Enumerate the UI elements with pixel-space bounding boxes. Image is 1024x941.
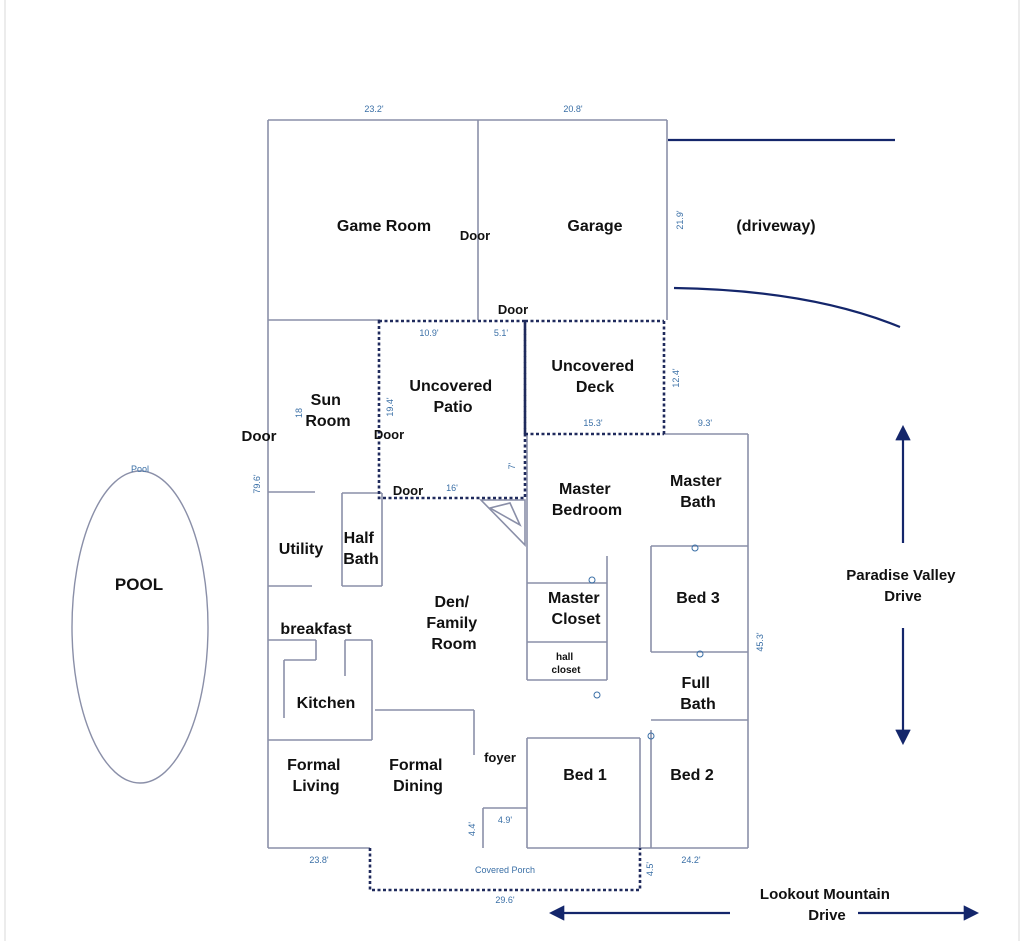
walls [267, 119, 749, 849]
lookout-mountain-drive-label: Lookout Mountain Drive [760, 886, 894, 924]
driveway-label: (driveway) [736, 218, 815, 235]
formal-living-label: Formal Living [287, 757, 345, 795]
den-family-room-label: Den/ Family Room [426, 594, 481, 653]
dim-patio-top-right: 5.1' [494, 328, 509, 338]
pool-label: POOL [115, 575, 163, 594]
dim-sun-room-small: 18 [294, 408, 304, 418]
dim-top-right: 20.8' [563, 104, 583, 114]
paradise-valley-drive-label: Paradise Valley Drive [846, 567, 959, 605]
door-label-garage-deck: Door [498, 302, 528, 317]
full-bath-label: Full Bath [680, 675, 716, 713]
game-room-label: Game Room [337, 218, 431, 235]
dim-deck-bottom: 15.3' [583, 418, 603, 428]
pool-small-label: Pool [131, 464, 149, 474]
dim-left-side: 79.6' [252, 474, 262, 494]
dim-master-top: 9.3' [698, 418, 713, 428]
hall-closet-label: hall closet [552, 652, 582, 676]
dim-garage-side: 21.9' [675, 210, 685, 230]
dim-patio-bottom: 16' [446, 483, 458, 493]
kitchen-label: Kitchen [297, 695, 356, 712]
door-label-sun-room-outside: Door [242, 428, 277, 445]
driveway-lines [668, 138, 901, 329]
dim-porch-side: 4.5' [645, 862, 655, 877]
dashed-walls [368, 319, 666, 892]
uncovered-deck-label: Uncovered Deck [551, 358, 638, 396]
utility-label: Utility [279, 541, 324, 558]
covered-porch-label: Covered Porch [475, 865, 535, 875]
breakfast-label: breakfast [280, 621, 352, 638]
door-label-game-garage: Door [460, 228, 490, 243]
dim-patio-small: 7' [507, 462, 517, 469]
foyer-label: foyer [484, 750, 516, 765]
dim-entry-left: 4.4' [467, 822, 477, 837]
sun-room-label: Sun Room [305, 392, 350, 430]
half-bath-label: Half Bath [343, 530, 379, 568]
dim-top-left: 23.2' [364, 104, 384, 114]
street-arrows [548, 424, 980, 921]
door-label-sun-room-patio: Door [374, 427, 404, 442]
uncovered-patio-label: Uncovered Patio [409, 378, 496, 416]
dim-right-side: 45.3' [755, 632, 765, 652]
formal-dining-label: Formal Dining [389, 757, 447, 795]
dim-bottom-right: 24.2' [681, 855, 701, 865]
dim-porch-bottom: 29.6' [495, 895, 515, 905]
dim-patio-side: 19.4' [385, 397, 395, 417]
bed-2-label: Bed 2 [670, 767, 714, 784]
garage-label: Garage [567, 218, 622, 235]
pool-outline [71, 470, 209, 784]
door-swings [588, 544, 704, 740]
dim-deck-side: 12.4' [671, 368, 681, 388]
master-closet-label: Master Closet [548, 590, 604, 628]
dim-patio-top-left: 10.9' [419, 328, 439, 338]
master-bedroom-label: Master Bedroom [552, 481, 622, 519]
door-label-patio-den: Door [393, 483, 423, 498]
bed-3-label: Bed 3 [676, 590, 720, 607]
dim-entry-width: 4.9' [498, 815, 513, 825]
master-bath-label: Master Bath [670, 473, 726, 511]
bed-1-label: Bed 1 [563, 767, 607, 784]
dim-bottom-left: 23.8' [309, 855, 329, 865]
